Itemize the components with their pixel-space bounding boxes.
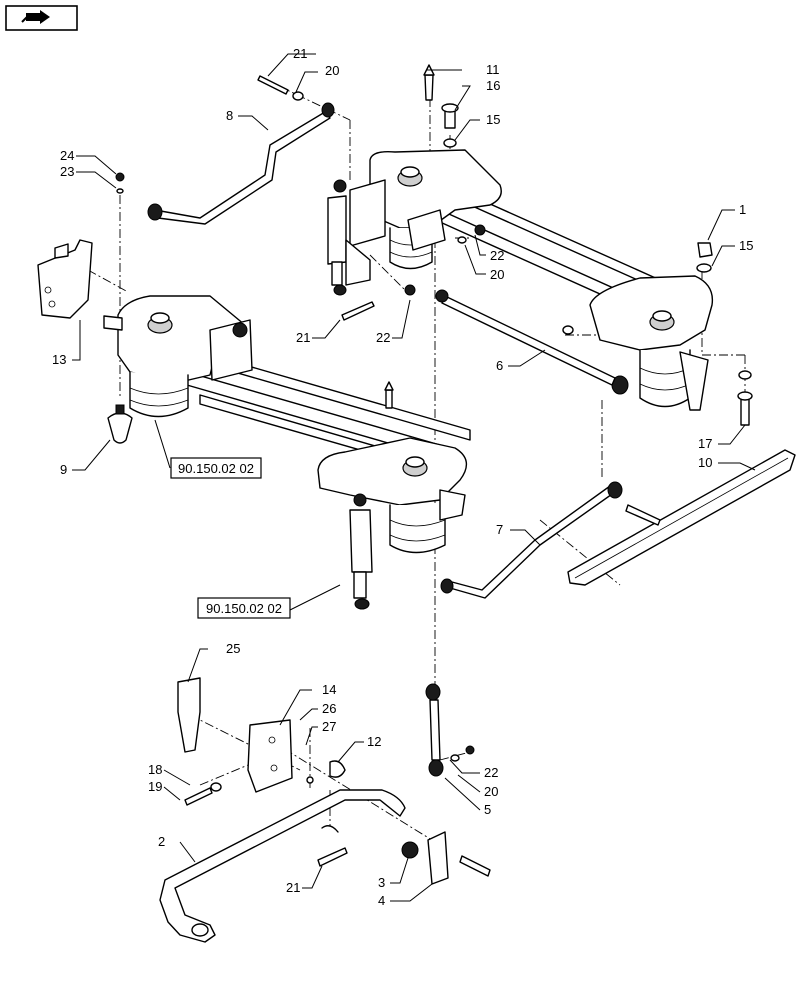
callout-15-right: 15 <box>739 238 753 253</box>
callout-labels: 21 20 11 16 15 8 24 23 1 15 22 20 21 22 … <box>52 46 753 908</box>
hardware-bottom <box>184 760 491 885</box>
callout-24: 24 <box>60 148 74 163</box>
callout-5: 5 <box>484 802 491 817</box>
reference-link-lower[interactable]: 90.150.02 02 <box>206 601 282 616</box>
callout-27: 27 <box>322 719 336 734</box>
stabilizer-bar-2 <box>159 789 406 943</box>
callout-11: 11 <box>486 62 500 77</box>
callout-14: 14 <box>322 682 336 697</box>
torque-rod-6 <box>435 289 616 386</box>
reference-link-upper[interactable]: 90.150.02 02 <box>178 461 254 476</box>
callout-21-top: 21 <box>293 46 307 61</box>
hardware-top <box>115 64 753 526</box>
link-5 <box>425 683 475 777</box>
callout-4: 4 <box>378 893 385 908</box>
callout-12: 12 <box>367 734 381 749</box>
callout-20-lower: 20 <box>484 784 498 799</box>
callout-21-mid: 21 <box>296 330 310 345</box>
callout-1: 1 <box>739 202 746 217</box>
guard-bar-10 <box>567 449 796 586</box>
callout-20-upper: 20 <box>490 267 504 282</box>
callout-22-mid: 22 <box>376 330 390 345</box>
torque-rod-8 <box>147 102 335 225</box>
reference-box-lower[interactable]: 90.150.02 02 <box>197 597 291 619</box>
callout-10: 10 <box>698 455 712 470</box>
bracket-13 <box>37 239 93 319</box>
callout-17: 17 <box>698 436 712 451</box>
callout-2: 2 <box>158 834 165 849</box>
callout-15-top: 15 <box>486 112 500 127</box>
callout-19: 19 <box>148 779 162 794</box>
callout-8: 8 <box>226 108 233 123</box>
callout-21-bottom: 21 <box>286 880 300 895</box>
callout-23: 23 <box>60 164 74 179</box>
callout-9: 9 <box>60 462 67 477</box>
leader-lines <box>72 53 756 902</box>
callout-22-lower: 22 <box>484 765 498 780</box>
callout-22-upper: 22 <box>490 248 504 263</box>
callout-26: 26 <box>322 701 336 716</box>
callout-13: 13 <box>52 352 66 367</box>
bump-stop-9 <box>107 404 133 444</box>
reference-box-upper[interactable]: 90.150.02 02 <box>170 457 262 479</box>
callout-20-top: 20 <box>325 63 339 78</box>
bracket-14 <box>247 719 293 793</box>
callout-25: 25 <box>226 641 240 656</box>
callout-7: 7 <box>496 522 503 537</box>
bracket-25 <box>177 677 201 753</box>
navigation-arrow-icon[interactable] <box>5 5 78 31</box>
torque-rod-7 <box>440 481 623 599</box>
callout-6: 6 <box>496 358 503 373</box>
callout-16: 16 <box>486 78 500 93</box>
callout-3: 3 <box>378 875 385 890</box>
front-frame-assembly <box>103 295 471 610</box>
callout-18: 18 <box>148 762 162 777</box>
rear-frame-assembly <box>327 149 714 411</box>
